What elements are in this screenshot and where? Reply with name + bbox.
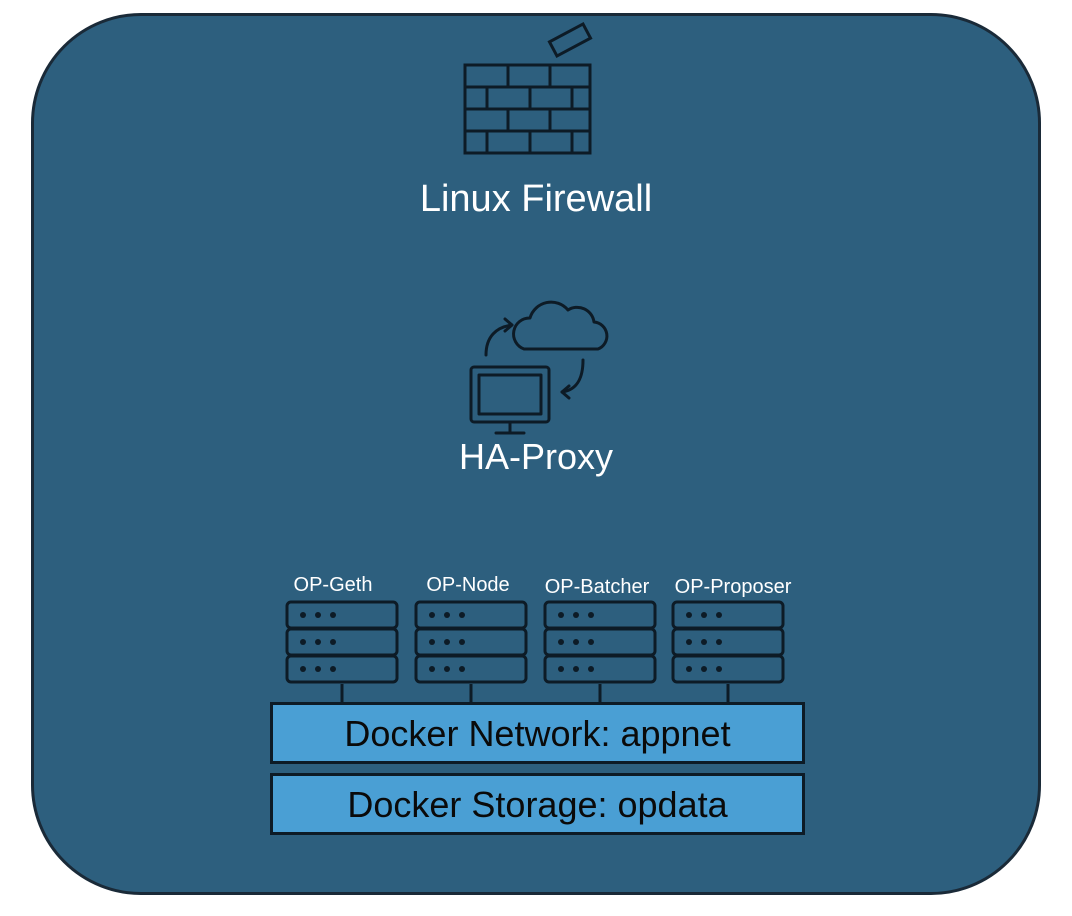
server-rack-icon xyxy=(671,600,785,702)
docker-storage-bar: Docker Storage: opdata xyxy=(270,773,805,835)
service-label-op-geth: OP-Geth xyxy=(293,574,373,596)
server-rack-icon xyxy=(414,600,528,702)
service-label-op-batcher: OP-Batcher xyxy=(544,576,650,598)
brick-wall-icon xyxy=(463,21,593,155)
ha-proxy-label: HA-Proxy xyxy=(458,436,614,477)
service-label-op-node: OP-Node xyxy=(426,574,510,596)
firewall-label: Linux Firewall xyxy=(419,178,653,220)
server-rack-icon xyxy=(543,600,657,702)
service-label-op-proposer: OP-Proposer xyxy=(674,576,792,598)
monitor-cloud-sync-icon xyxy=(469,300,609,435)
docker-network-bar: Docker Network: appnet xyxy=(270,702,805,764)
server-rack-icon xyxy=(285,600,399,702)
